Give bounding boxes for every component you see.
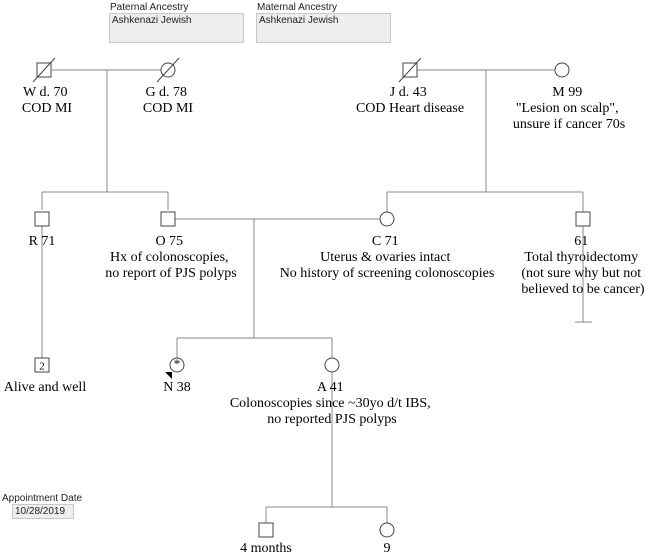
appointment-date-field[interactable]: 10/28/2019 xyxy=(12,504,74,519)
cousins-count: 2 xyxy=(39,361,45,373)
uncle-61-label: 61 Total thyroidectomy (not sure why but… xyxy=(521,234,645,297)
proband-arrow-icon xyxy=(165,372,172,379)
paternal-ancestry-label: Paternal Ancestry xyxy=(110,2,189,13)
sister-a-symbol[interactable] xyxy=(324,357,340,373)
pedigree-lines xyxy=(41,69,592,523)
father-o-symbol[interactable] xyxy=(160,211,176,227)
maternal-ancestry-label: Maternal Ancestry xyxy=(257,2,338,13)
maternal-ancestry-field[interactable]: Ashkenazi Jewish xyxy=(256,13,391,43)
cousins-2-symbol[interactable] xyxy=(34,357,50,373)
a-label: A 41 Colonoscopies since ~30yo d/t IBS, … xyxy=(230,380,434,427)
daughter-label: 9 xyxy=(384,541,391,555)
uncle-r-symbol[interactable] xyxy=(34,211,50,227)
j-label: J d. 43 COD Heart disease xyxy=(356,85,464,116)
r-label: R 71 xyxy=(29,234,56,249)
appointment-date-label: Appointment Date xyxy=(2,493,83,504)
uncle-61-symbol[interactable] xyxy=(575,211,591,227)
daughter-9-symbol[interactable] xyxy=(379,522,395,538)
son-4-months-symbol[interactable] xyxy=(258,522,274,538)
paternal-ancestry-field[interactable]: Ashkenazi Jewish xyxy=(109,13,244,43)
grandmother-m-symbol[interactable] xyxy=(554,62,570,78)
son-label: 4 months xyxy=(240,541,292,555)
n-label: N 38 xyxy=(163,380,191,395)
cousins-label: Alive and well xyxy=(4,380,87,395)
proband-mark: * xyxy=(174,356,181,371)
o-label: O 75 Hx of colonoscopies, no report of P… xyxy=(105,234,236,281)
mother-c-symbol[interactable] xyxy=(379,211,395,227)
g-label: G d. 78 COD MI xyxy=(143,85,194,116)
c-label: C 71 Uterus & ovaries intact No history … xyxy=(280,234,495,281)
proband-n-symbol[interactable] xyxy=(169,357,185,373)
m-label: M 99 "Lesion on scalp", unsure if cancer… xyxy=(513,85,625,132)
w-label: W d. 70 COD MI xyxy=(22,85,73,116)
